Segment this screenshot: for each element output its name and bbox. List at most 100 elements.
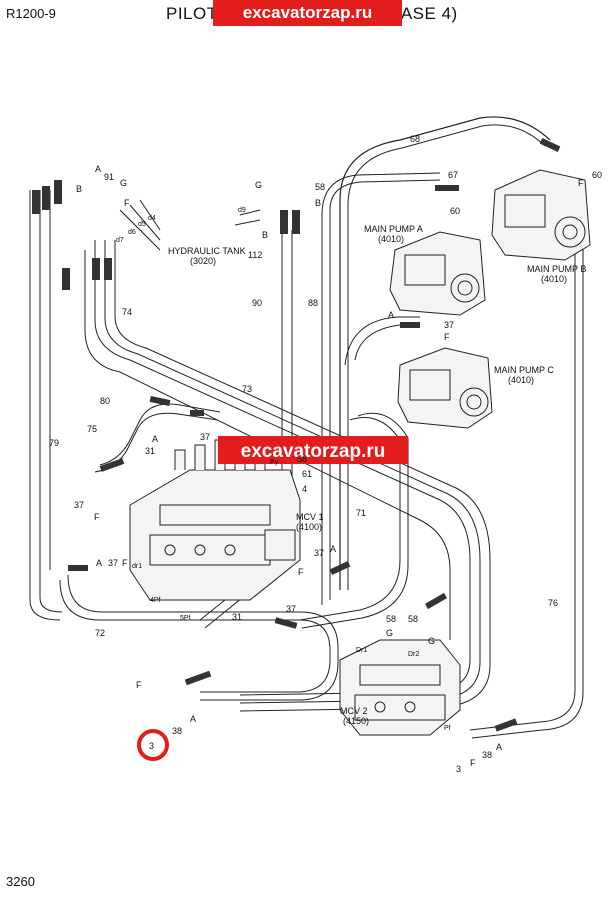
callout-37-b: 37 (74, 500, 84, 510)
port-a-left: A (96, 558, 102, 568)
callout-88: 91 (104, 172, 114, 182)
port-g-mcv2: G (386, 628, 393, 638)
hydraulic-tank-label: HYDRAULIC TANK (168, 246, 246, 256)
callout-38-r1: 58 (386, 614, 396, 624)
code-dr2: Dr2 (408, 651, 419, 658)
watermark-banner (218, 436, 408, 464)
port-a-pump: A (388, 310, 394, 320)
port-a-low: A (190, 714, 196, 724)
port-a-mcv2: A (496, 742, 502, 752)
callout-58-b: 60 (450, 206, 460, 216)
hydraulic-tank-ref: (3020) (190, 256, 216, 266)
callout-79: 88 (308, 298, 318, 308)
port-letters: A B G F G B B F A F A F A F A F G G F A … (76, 164, 584, 768)
callout-38-mid: 58 (297, 454, 307, 464)
code-5pf: 5Pf (180, 615, 191, 622)
callout-60-a: 38 (172, 726, 182, 736)
pump-b-ref: (4010) (541, 274, 567, 284)
code-dr1: dr1 (132, 563, 142, 570)
callout-75: 72 (95, 628, 105, 638)
code-4pf: 4Pf (150, 597, 161, 604)
watermark-text: excavatorzap.ru (241, 441, 386, 462)
code-py: Py (270, 459, 279, 466)
hose-75 (59, 579, 331, 693)
port-b: B (76, 184, 82, 194)
code-d5: d5 (138, 221, 146, 228)
diagram-title: PILOT BASE 4) (166, 4, 457, 24)
port-codes: d4 d5 d6 d7 d9 dr1 Py 4Pf 5Pf Dr1 Dr2 Pf (116, 207, 451, 732)
pump-c-label: MAIN PUMP C (494, 365, 554, 375)
model-code: R1200-9 (6, 6, 56, 21)
callout-80: 90 (252, 298, 262, 308)
callout-31-a: 31 (145, 446, 155, 456)
main-pump-a (389, 231, 486, 316)
port-a-right: A (330, 544, 336, 554)
callout-38-top: 58 (315, 182, 325, 192)
callout-68: 68 (410, 134, 420, 144)
mcv2-label: MCV 2 (340, 706, 368, 716)
pump-c-ref: (4010) (508, 375, 534, 385)
mcv1-ref: (4100) (296, 522, 322, 532)
port-f: F (124, 198, 130, 208)
callout-37-pump: 37 (444, 320, 454, 330)
callout-73: 74 (122, 307, 132, 317)
hose-71 (299, 417, 401, 621)
callout-37-c: 37 (108, 558, 118, 568)
port-b-top: B (315, 198, 321, 208)
main-pump-b (491, 169, 591, 261)
callout-112: 112 (248, 250, 262, 260)
mcv2-ref: (4150) (343, 716, 369, 726)
hose-76 (469, 200, 576, 731)
hose-67 (329, 179, 441, 600)
callout-71: 71 (356, 508, 366, 518)
callout-72: 73 (242, 384, 252, 394)
callout-60-b: 38 (482, 750, 492, 760)
callout-91: 80 (100, 396, 110, 406)
callout-37-e: 37 (286, 604, 296, 614)
port-g-top: G (255, 180, 262, 190)
hose-90 (29, 190, 61, 621)
code-dr1b: Dr1 (356, 647, 367, 654)
pump-b-label: MAIN PUMP B (527, 264, 586, 274)
port-f-right: F (298, 567, 304, 577)
title-left: PILOT (166, 4, 218, 23)
callout-3-b: 3 (456, 764, 461, 774)
code-d4: d4 (148, 215, 156, 222)
callout-67: 67 (448, 170, 458, 180)
port-a-mcv1: A (152, 434, 158, 444)
port-a: A (95, 164, 101, 174)
port-g: G (120, 178, 127, 188)
callout-76: 76 (548, 598, 558, 608)
port-f-mcv1: F (94, 512, 100, 522)
hose-68 (339, 116, 551, 590)
callout-37-a: 37 (200, 432, 210, 442)
mcv2-block (339, 639, 461, 736)
callout-61: 61 (302, 469, 312, 479)
callout-4: 4 (302, 484, 307, 494)
brand-banner[interactable]: excavatorzap.ru (213, 0, 402, 26)
port-b-tank: B (262, 230, 268, 240)
port-f-pump: F (578, 178, 584, 188)
callout-90: 79 (49, 438, 59, 448)
highlight-circle (137, 729, 169, 761)
code-pf: Pf (444, 725, 451, 732)
callout-38-r2: 58 (408, 614, 418, 624)
callout-31-b: 31 (232, 612, 242, 622)
callout-74: 75 (87, 424, 97, 434)
port-g-mcv2b: G (428, 636, 435, 646)
component-labels: HYDRAULIC TANK (3020) MAIN PUMP A (4010)… (168, 224, 586, 726)
code-d6: d6 (128, 229, 136, 236)
callout-numbers: 91 68 67 60 60 58 112 74 90 88 37 73 80 … (49, 134, 602, 774)
highlight-callout-3[interactable]: 3 (149, 741, 154, 751)
code-d7: d7 (116, 237, 124, 244)
mcv1-label: MCV 1 (296, 512, 324, 522)
port-f-low: F (136, 680, 142, 690)
port-f-left: F (122, 558, 128, 568)
pump-a-ref: (4010) (378, 234, 404, 244)
title-right: BASE 4) (389, 4, 458, 23)
callout-37-d: 37 (314, 548, 324, 558)
port-f-pump2: F (444, 332, 450, 342)
code-d9: d9 (238, 207, 246, 214)
